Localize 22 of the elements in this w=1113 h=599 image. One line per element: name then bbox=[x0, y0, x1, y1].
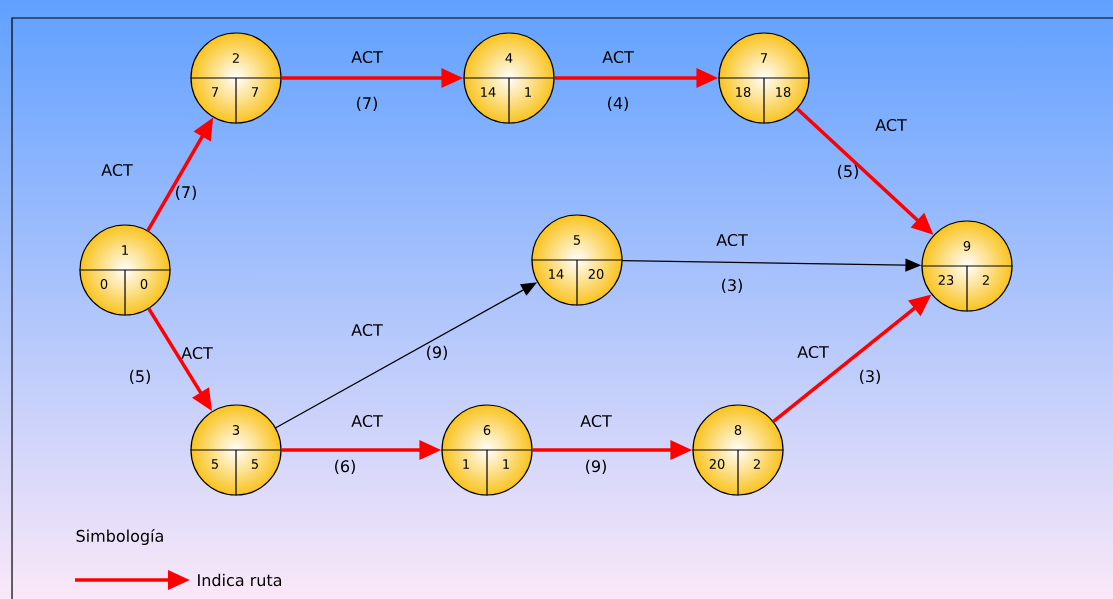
edge-label: ACT bbox=[101, 163, 133, 177]
duration-label: (5) bbox=[838, 164, 858, 180]
duration-label: (3) bbox=[722, 278, 742, 294]
edge-label: ACT bbox=[875, 118, 907, 132]
duration-label: (4) bbox=[608, 96, 628, 112]
edge-label: ACT bbox=[351, 323, 383, 337]
edge-label: ACT bbox=[716, 233, 748, 247]
duration-label: (3) bbox=[860, 369, 880, 385]
duration-label: (9) bbox=[427, 345, 447, 361]
duration-label: (6) bbox=[335, 459, 355, 475]
legend-text: Indica ruta bbox=[198, 573, 282, 587]
edge-label: ACT bbox=[580, 414, 612, 428]
duration-label: (7) bbox=[357, 96, 377, 112]
duration-label: (9) bbox=[586, 459, 606, 475]
duration-label: (5) bbox=[130, 369, 150, 385]
edge-label: ACT bbox=[797, 345, 829, 359]
edge-label: ACT bbox=[351, 50, 383, 64]
edge-label: ACT bbox=[602, 50, 634, 64]
edge-label: ACT bbox=[351, 414, 383, 428]
duration-label: (7) bbox=[176, 185, 196, 201]
legend-title: Simbología bbox=[76, 528, 163, 546]
edge-label: ACT bbox=[181, 346, 213, 360]
